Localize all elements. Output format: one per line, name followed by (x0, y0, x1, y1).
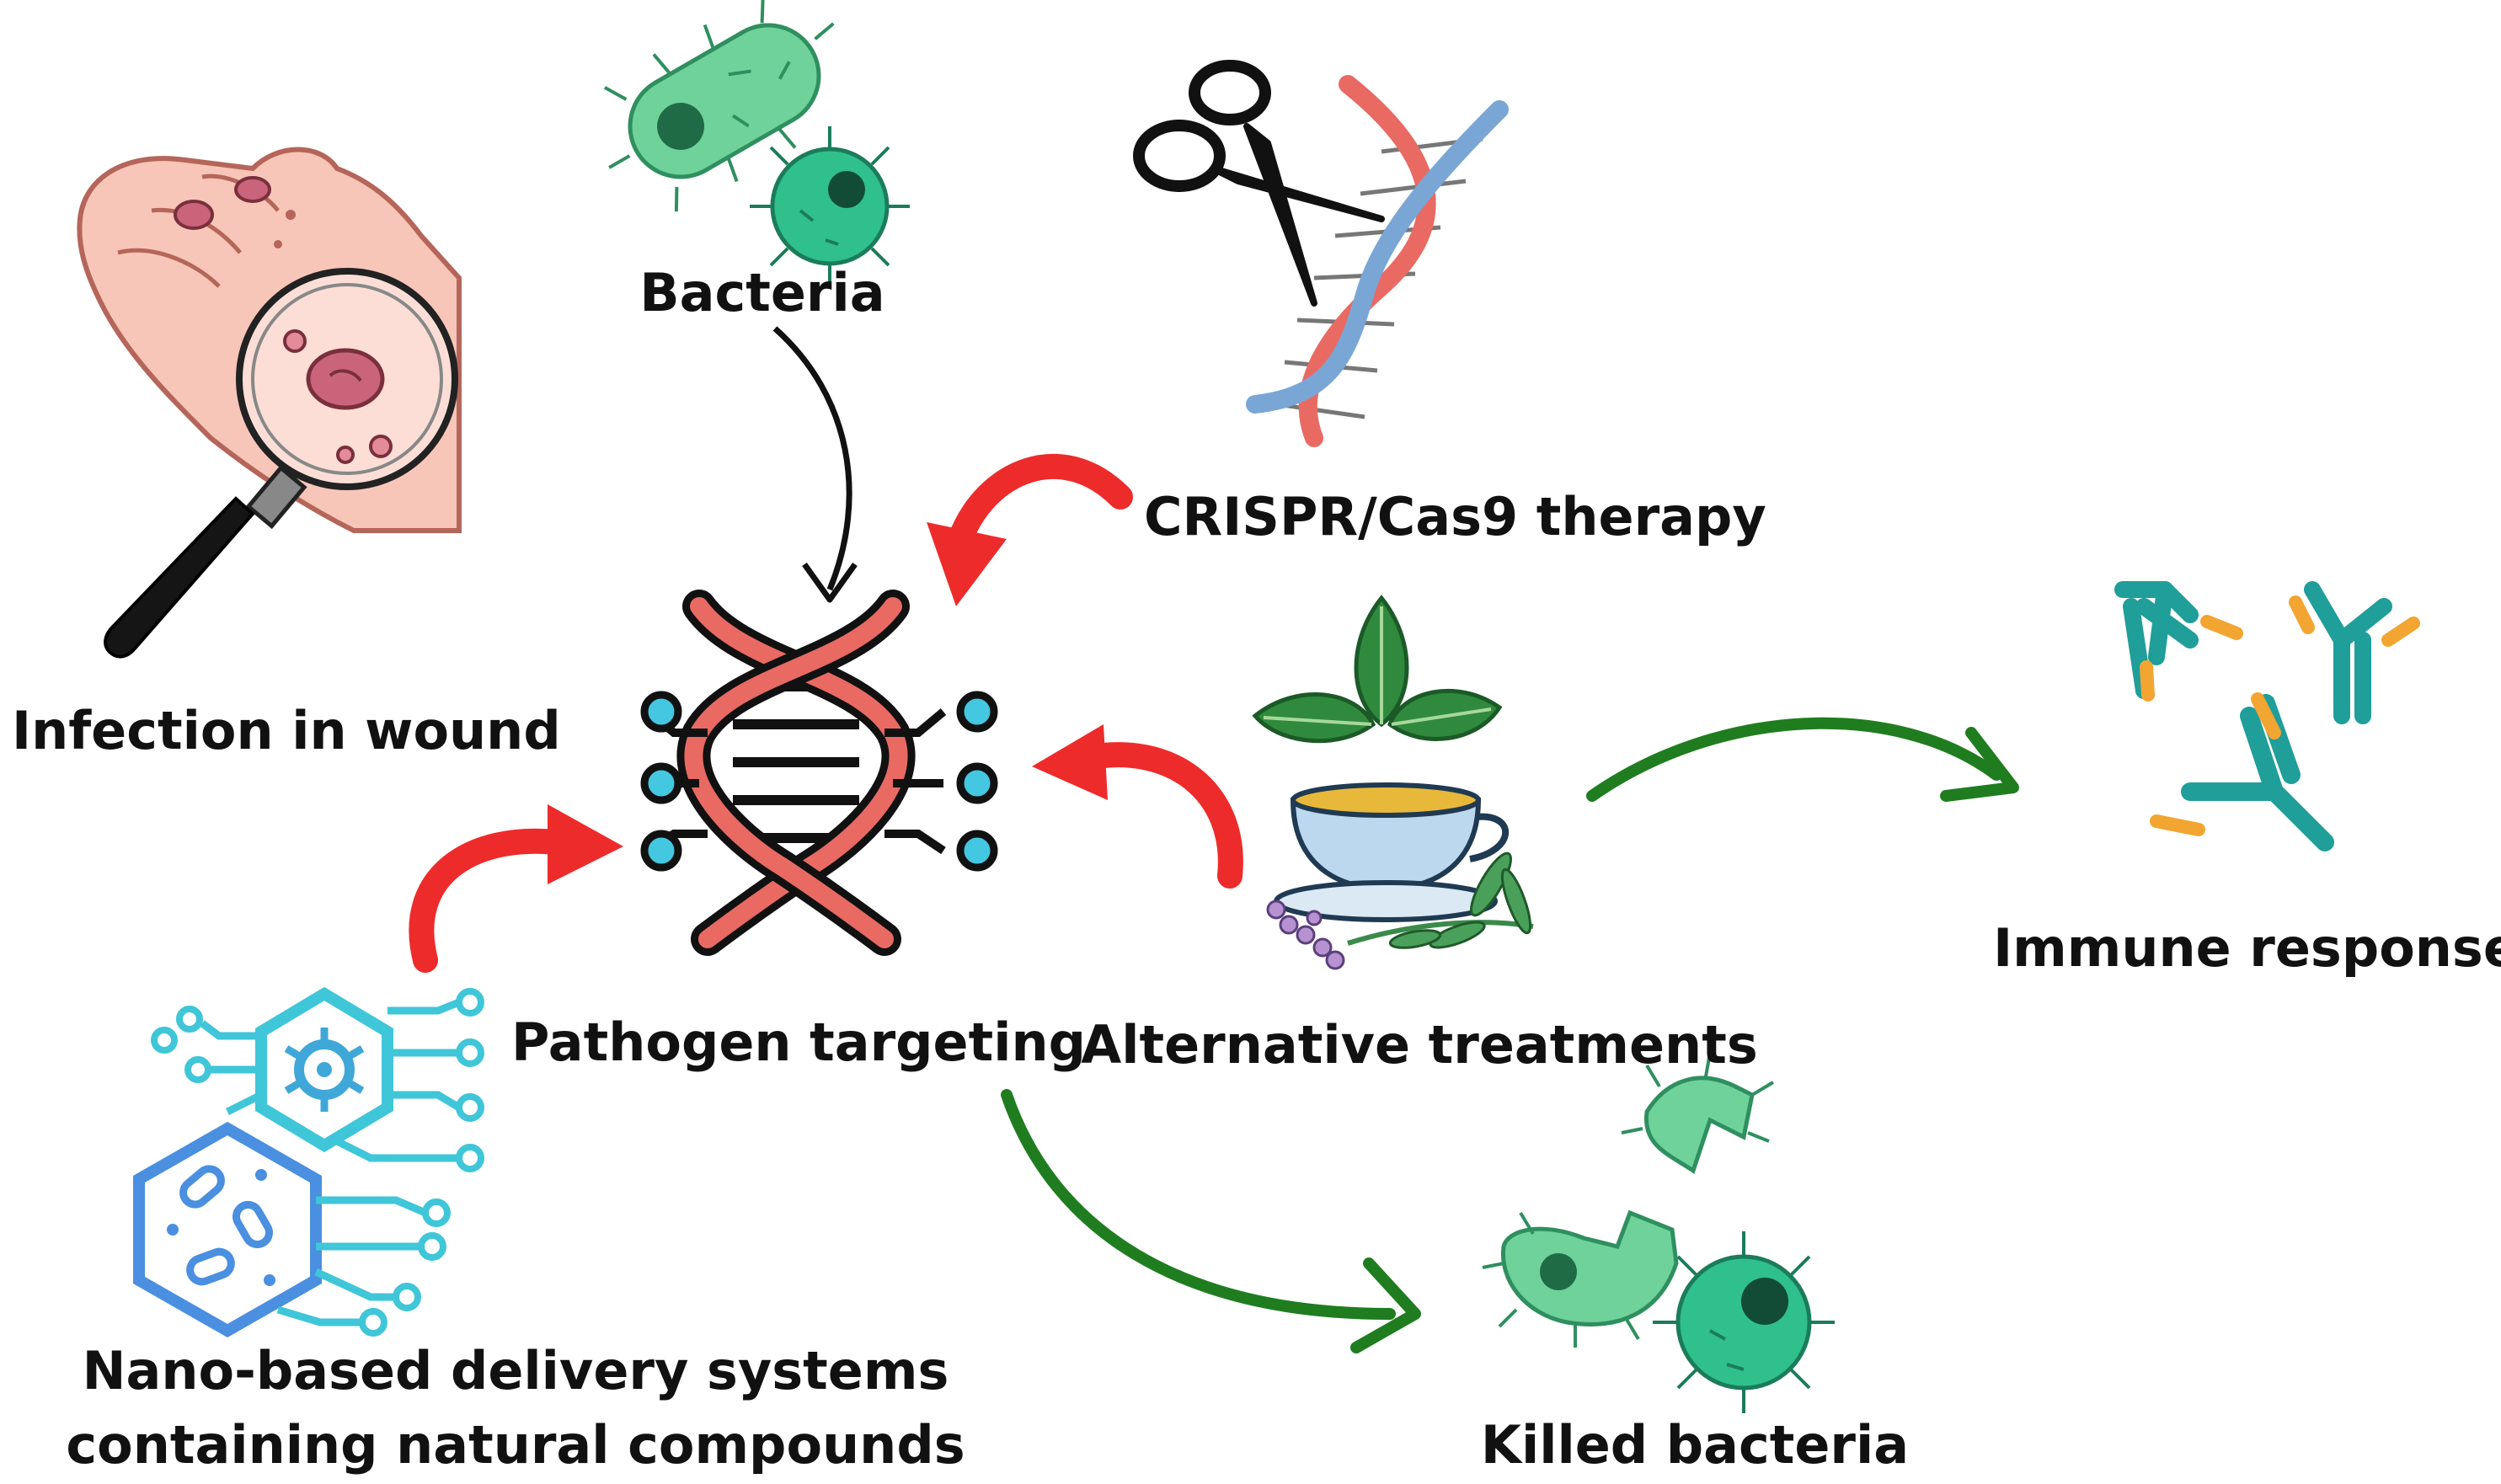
label-nano-line2: containing natural compounds (66, 1414, 965, 1476)
arrow-alternative-to-pathogen (1032, 724, 1243, 889)
label-bacteria: Bacteria (639, 262, 885, 323)
arrow-bacteria-to-pathogen (772, 326, 852, 591)
arrow-nano-to-pathogen (409, 804, 623, 973)
infection-wound-icon (77, 147, 462, 659)
nano-delivery-icon (133, 986, 484, 1338)
arrow-crispr-to-pathogen (927, 453, 1133, 606)
arrow-pathogen-to-killed (1001, 1089, 1421, 1353)
bacteria-icon (603, 0, 910, 286)
label-killed-bacteria: Killed bacteria (1480, 1414, 1910, 1476)
arrowhead-bacteria (802, 562, 858, 603)
label-infection: Infection in wound (12, 700, 561, 761)
arrow-alternative-to-immune (1586, 717, 2019, 802)
pathogen-targeting-icon (640, 590, 998, 956)
label-alternative-treatments: Alternative treatments (1081, 1014, 1758, 1076)
killed-bacteria-icon (1482, 1052, 1835, 1413)
antibodies-icon (2114, 581, 2420, 851)
label-pathogen-targeting: Pathogen targeting (510, 1012, 1087, 1073)
label-nano-line1: Nano-based delivery systems (82, 1340, 949, 1401)
label-crispr: CRISPR/Cas9 therapy (1144, 486, 1766, 547)
label-immune-response: Immune response (1993, 917, 2501, 979)
crispr-dna-icon (1133, 60, 1509, 447)
alternative-treatments-icon (1252, 594, 1534, 970)
